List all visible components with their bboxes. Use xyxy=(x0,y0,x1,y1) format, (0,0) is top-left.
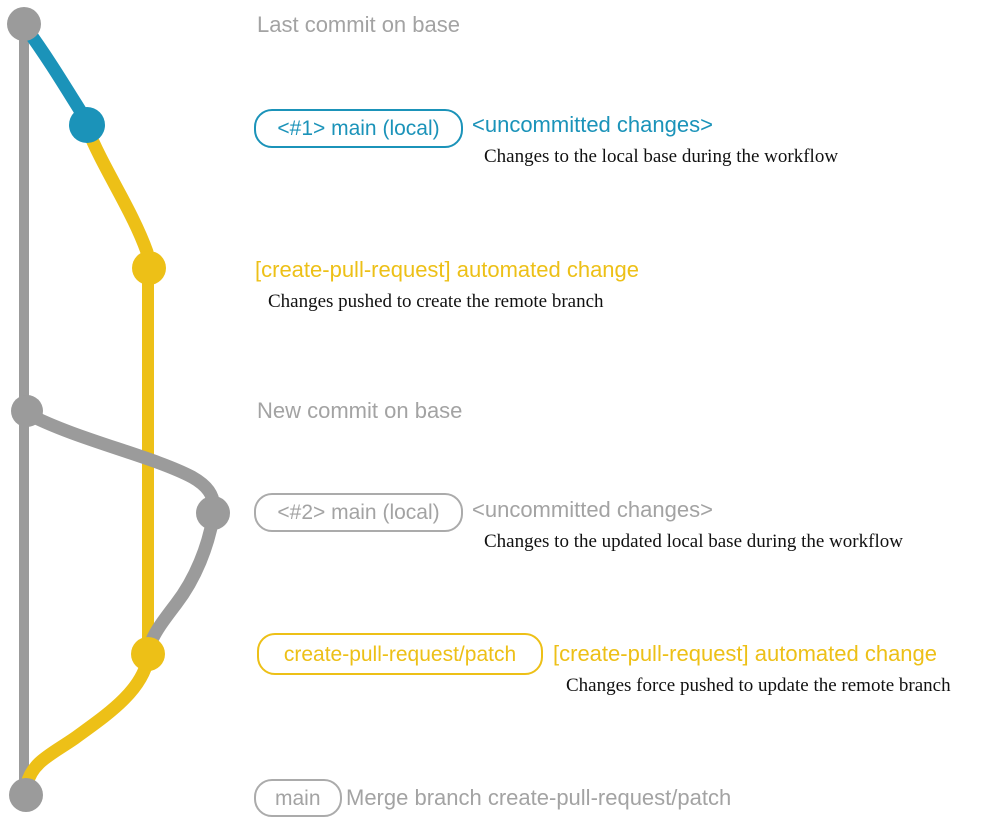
label-automated-change-1: [create-pull-request] automated change xyxy=(255,257,640,282)
desc-uncommitted-changes-2: Changes to the updated local base during… xyxy=(484,531,903,552)
branch-chip-main: main xyxy=(254,779,342,817)
label-uncommitted-changes-2: <uncommitted changes> xyxy=(472,497,713,522)
desc-automated-change-1: Changes pushed to create the remote bran… xyxy=(268,291,604,312)
desc-automated-change-2: Changes force pushed to update the remot… xyxy=(566,675,951,696)
patch-branch-curve-top xyxy=(81,123,154,259)
commit-dot-main-local-2 xyxy=(196,496,230,530)
patch-merge-curve xyxy=(20,651,155,791)
branch-chip-main-local-2: <#2> main (local) xyxy=(254,493,463,532)
commit-dot-last-base xyxy=(7,7,41,41)
label-last-commit-on-base: Last commit on base xyxy=(257,12,460,37)
commit-dot-automated-change-2 xyxy=(131,637,165,671)
label-merge-branch: Merge branch create-pull-request/patch xyxy=(346,785,732,810)
commit-dot-merge xyxy=(9,778,43,812)
label-automated-change-2: [create-pull-request] automated change xyxy=(553,641,938,666)
main-local-branch-curve xyxy=(19,21,93,127)
label-new-commit-on-base: New commit on base xyxy=(257,398,463,423)
branch-chip-main-local-1: <#1> main (local) xyxy=(254,109,463,148)
desc-uncommitted-changes-1: Changes to the local base during the wor… xyxy=(484,146,839,167)
commit-dot-main-local-1 xyxy=(69,107,105,143)
base-rebase-curve xyxy=(21,407,221,513)
label-uncommitted-changes-1: <uncommitted changes> xyxy=(472,112,713,137)
commit-dot-new-base xyxy=(11,395,43,427)
base-to-patch-curve xyxy=(143,511,220,652)
branch-chip-patch: create-pull-request/patch xyxy=(257,633,543,675)
commit-dot-automated-change-1 xyxy=(132,251,166,285)
